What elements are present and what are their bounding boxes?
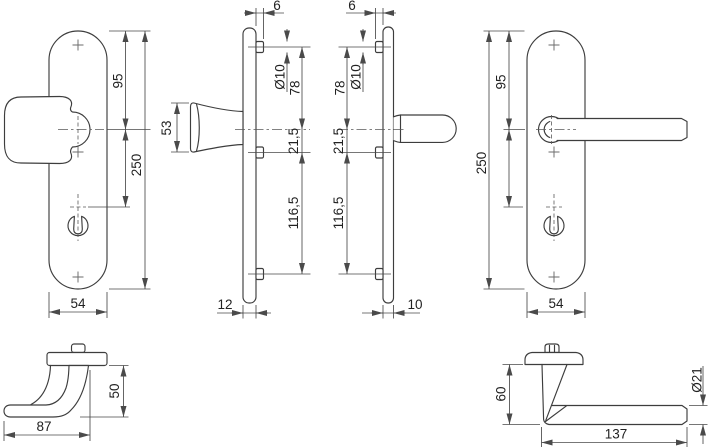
dim-label-116-5: 116,5: [331, 197, 346, 230]
dim-label-54: 54: [548, 296, 564, 311]
lever-grip-front: [556, 117, 688, 142]
knob-spindle-nub: [70, 343, 86, 354]
lever-mount-flange: [524, 351, 584, 366]
dim-label-116-5: 116,5: [286, 197, 301, 230]
front-view-knob-plate: 95 250 54: [3, 30, 151, 318]
dim-label-54: 54: [70, 296, 86, 311]
top-view-knob: 50 87: [3, 343, 129, 441]
dim-label-137: 137: [605, 427, 628, 442]
euro-cylinder-hole: [543, 215, 565, 237]
knob-side-rim-line: [195, 103, 200, 152]
side-view-lever-plate: 6 Ø10 78 21,5 116,5 10: [331, 0, 457, 319]
lever-spindle-slot-lines: [548, 344, 556, 353]
dim-label-6: 6: [273, 0, 281, 13]
cylinder-center-lines: [70, 194, 86, 241]
screw-mark-bottom: [72, 271, 84, 283]
cylinder-center-lines: [546, 194, 562, 241]
screw-mark-middle: [548, 146, 560, 158]
dim-label-78: 78: [288, 80, 303, 95]
extension-lines: [483, 30, 586, 318]
dim-label-87: 87: [36, 419, 51, 434]
top-view-lever: 60 Ø21 137: [494, 343, 708, 447]
dim-label-21-5: 21,5: [286, 128, 301, 154]
plate-profile: [242, 27, 257, 304]
knob-front-outline: [3, 95, 91, 165]
dim-label-250: 250: [474, 152, 489, 175]
dim-label-12: 12: [217, 297, 232, 312]
front-view-lever-plate: 95 250 54: [474, 30, 688, 318]
screw-mark-middle: [72, 146, 84, 158]
dim-label-95: 95: [111, 73, 126, 88]
euro-cylinder-hole: [67, 215, 89, 237]
lever-top-outline: [541, 363, 688, 426]
dim-label-250: 250: [129, 154, 144, 177]
dim-label-dia10: Ø10: [273, 64, 288, 90]
dim-label-53: 53: [159, 120, 174, 135]
extension-lines: [502, 364, 708, 447]
side-view-knob-plate: 6 Ø10 78 21,5 116,5 53 12: [159, 0, 311, 319]
knob-crank-inner-line: [30, 364, 52, 406]
dim-label-50: 50: [107, 383, 122, 398]
knob-mount-flange: [46, 351, 108, 367]
extension-lines: [338, 8, 394, 319]
dim-label-dia10: Ø10: [349, 64, 364, 90]
dim-label-95: 95: [494, 74, 509, 89]
knob-side-outline: [189, 102, 244, 153]
dim-label-6: 6: [348, 0, 356, 13]
lever-spindle-nub: [544, 343, 560, 354]
screw-mark-top: [548, 39, 560, 51]
extension-lines: [3, 365, 129, 441]
dim-label-21-5: 21,5: [331, 128, 346, 154]
dim-label-78: 78: [333, 80, 348, 95]
lever-side-outline: [392, 114, 457, 143]
backplate-outline: [526, 30, 586, 290]
screw-mark-bottom: [548, 271, 560, 283]
extension-lines: [48, 30, 151, 318]
dim-label-60: 60: [494, 386, 509, 401]
plate-profile: [382, 26, 395, 304]
dim-label-dia21: Ø21: [690, 367, 705, 393]
knob-crank-outline: [3, 364, 90, 418]
screw-mark-top: [72, 39, 84, 51]
dim-label-10: 10: [407, 297, 422, 312]
